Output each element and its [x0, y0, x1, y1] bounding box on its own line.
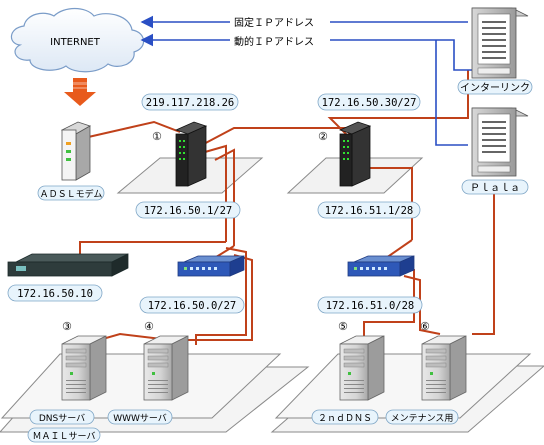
svg-text:172.16.50.10: 172.16.50.10: [17, 288, 93, 300]
server-dns-label: DNSサーバ: [29, 409, 95, 425]
subnet-left-label: 172.16.50.0/27: [139, 296, 245, 314]
down-arrow-icon: [64, 78, 96, 106]
server-6-marker: ⑥: [420, 320, 430, 333]
isp-label-interlink: インターリンク: [457, 79, 533, 95]
fixed-ip-label: 固定ＩＰアドレス: [234, 16, 314, 29]
isp-server-interlink: [471, 7, 529, 79]
mail-server-label: ＭＡＩＬサーバ: [27, 427, 101, 443]
svg-text:219.117.218.26: 219.117.218.26: [146, 97, 235, 109]
adsl-modem-icon: [60, 121, 91, 181]
isp-label-plala: Ｐｌａｌａ: [461, 179, 529, 195]
svg-text:インターリンク: インターリンク: [460, 82, 530, 94]
server-2nd-dns-icon: [339, 335, 385, 401]
svg-text:メンテナンス用: メンテナンス用: [391, 413, 454, 424]
svg-text:172.16.51.1/28: 172.16.51.1/28: [325, 205, 414, 217]
router-1-lan-ip: 172.16.50.1/27: [135, 201, 241, 219]
router-1-icon: [174, 121, 208, 187]
server-www-icon: [143, 335, 189, 401]
svg-text:DNSサーバ: DNSサーバ: [39, 413, 85, 424]
server-2nd-dns-label: ２ｎｄＤＮＳ: [311, 409, 379, 425]
svg-text:２ｎｄＤＮＳ: ２ｎｄＤＮＳ: [318, 413, 372, 424]
router-1-wan-ip: 219.117.218.26: [141, 93, 239, 111]
switch-left-icon: [7, 253, 129, 277]
router-2-wan-ip: 172.16.50.30/27: [317, 93, 421, 111]
svg-text:172.16.51.0/28: 172.16.51.0/28: [326, 300, 415, 312]
svg-text:172.16.50.1/27: 172.16.50.1/27: [144, 205, 233, 217]
server-www-label: WWWサーバ: [107, 409, 173, 425]
svg-text:172.16.50.30/27: 172.16.50.30/27: [322, 97, 417, 109]
router-2-lan-ip: 172.16.51.1/28: [317, 201, 421, 219]
subnet-right-label: 172.16.51.0/28: [317, 296, 423, 314]
svg-text:ＡＤＳＬモデム: ＡＤＳＬモデム: [40, 188, 103, 200]
svg-text:Ｐｌａｌａ: Ｐｌａｌａ: [470, 182, 520, 194]
server-3-marker: ③: [62, 320, 72, 333]
router-1-marker: ①: [152, 130, 162, 143]
svg-text:ＭＡＩＬサーバ: ＭＡＩＬサーバ: [33, 431, 96, 442]
server-maintenance-icon: [421, 335, 467, 401]
server-maintenance-label: メンテナンス用: [385, 409, 459, 425]
hub-right-icon: [347, 255, 415, 277]
router-2-icon: [338, 121, 372, 187]
svg-text:172.16.50.0/27: 172.16.50.0/27: [148, 300, 237, 312]
server-dns-icon: [61, 335, 107, 401]
internet-label: INTERNET: [50, 37, 101, 48]
svg-text:WWWサーバ: WWWサーバ: [113, 413, 167, 424]
server-4-marker: ④: [144, 320, 154, 333]
isp-server-plala: [471, 107, 529, 177]
server-5-marker: ⑤: [338, 320, 348, 333]
dynamic-ip-label: 動的ＩＰアドレス: [234, 35, 314, 48]
router-2-marker: ②: [318, 130, 328, 143]
adsl-modem-label: ＡＤＳＬモデム: [37, 185, 105, 201]
hub-left-icon: [177, 255, 245, 277]
switch-left-label: 172.16.50.10: [7, 284, 103, 302]
internet-cloud: INTERNET: [10, 7, 145, 73]
